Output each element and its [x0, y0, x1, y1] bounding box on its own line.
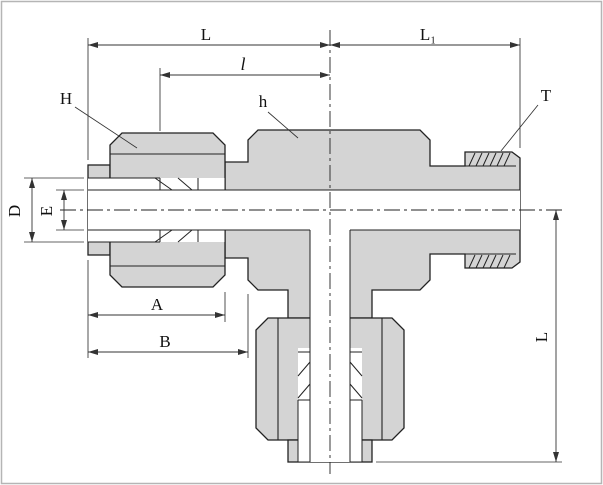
- dimension-overall-length: L: [88, 25, 330, 48]
- dimension-right-length: L₁: [330, 25, 520, 48]
- dimension-label-l: l: [240, 54, 245, 74]
- hatch-line: [503, 254, 511, 269]
- thread-hatching: [468, 152, 511, 269]
- ferrule-line: [154, 229, 173, 243]
- dimension-bore-diameter: E: [37, 190, 67, 230]
- dimension-label-T: T: [541, 86, 552, 105]
- hatch-line: [475, 152, 483, 167]
- dimension-nut-length: A: [88, 295, 225, 318]
- ferrule-line: [177, 229, 193, 243]
- dimension-branch-length: L: [532, 210, 559, 462]
- ferrule-line: [154, 177, 173, 191]
- branch-bore: [310, 228, 350, 462]
- hatch-line: [496, 152, 504, 167]
- dimension-label-h: h: [259, 92, 268, 111]
- centerlines: [60, 30, 566, 474]
- internal-detail: [88, 177, 520, 463]
- leader-line: [500, 104, 539, 152]
- leader-line: [267, 111, 299, 139]
- dimension-tube-diameter: D: [5, 178, 35, 242]
- hatch-line: [496, 254, 504, 269]
- hatch-line: [503, 152, 511, 167]
- hatch-line: [482, 254, 490, 269]
- leader-line: [74, 106, 138, 149]
- hatch-line: [489, 152, 497, 167]
- dimension-label-L-branch: L: [532, 332, 551, 342]
- dimension-label-D: D: [5, 205, 24, 217]
- dimension-body-length: B: [88, 332, 248, 355]
- ferrule-line: [297, 383, 311, 399]
- callout-thread: T: [500, 86, 552, 152]
- dimension-label-B: B: [159, 332, 170, 351]
- ferrule-line: [349, 383, 363, 399]
- hatch-line: [482, 152, 490, 167]
- dimension-inner-length: l: [160, 54, 330, 78]
- dimension-label-L1: L₁: [420, 25, 436, 44]
- hatch-line: [468, 152, 476, 167]
- callout-nut-hex: H: [60, 89, 138, 149]
- hatch-line: [468, 254, 476, 269]
- dimension-label-E: E: [37, 206, 56, 216]
- dimension-label-A: A: [151, 295, 164, 314]
- hatch-line: [475, 254, 483, 269]
- callout-body-hex: h: [259, 92, 299, 139]
- extension-lines: [24, 38, 562, 463]
- dimension-label-L: L: [201, 25, 211, 44]
- ferrule-line: [349, 361, 363, 377]
- ferrule-line: [297, 361, 311, 377]
- dimension-label-H: H: [60, 89, 72, 108]
- hatch-line: [489, 254, 497, 269]
- ferrule-line: [177, 177, 193, 191]
